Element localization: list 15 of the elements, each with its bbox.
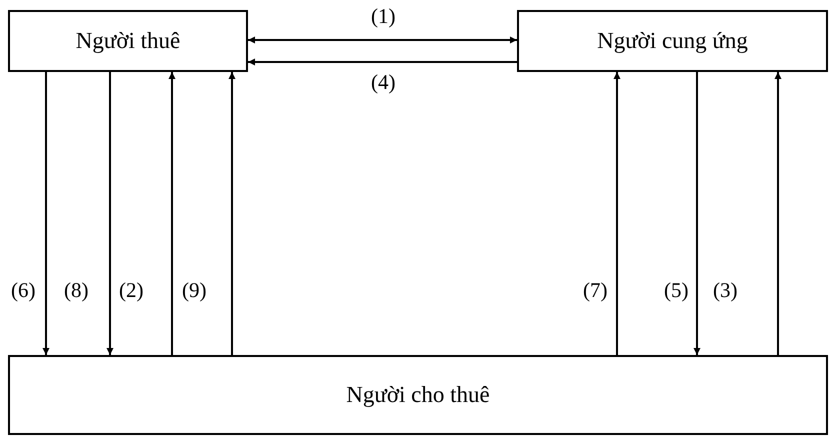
arrow <box>228 72 236 355</box>
arrow <box>614 72 620 355</box>
arrow <box>694 72 700 355</box>
arrow <box>248 58 517 66</box>
arrow <box>168 72 176 355</box>
arrow <box>248 36 517 44</box>
node-label: Người thuê <box>76 28 180 54</box>
arrow <box>42 72 50 355</box>
process-box <box>8 10 248 72</box>
node-label: Người cung ứng <box>597 28 748 54</box>
arrow <box>774 72 782 355</box>
arrow <box>106 72 114 355</box>
process-box <box>8 355 828 435</box>
process-box <box>517 10 828 72</box>
node-label: Người cho thuê <box>346 382 490 408</box>
